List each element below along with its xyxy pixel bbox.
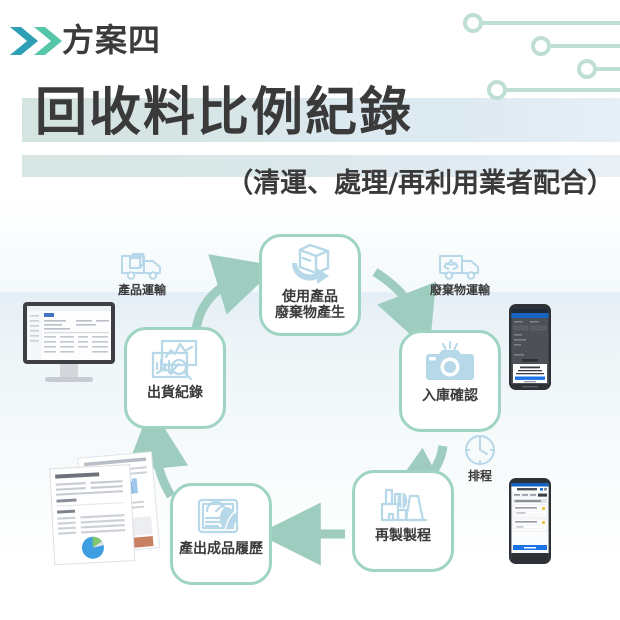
cycle-node-use-product[interactable]: 使用產品 廢棄物產生	[259, 234, 361, 336]
cycle-node-shipping-record[interactable]: 出貨紀錄	[124, 327, 226, 429]
side-label-waste-transport: 廢棄物運輸	[430, 248, 490, 297]
box-with-arrow-icon	[292, 243, 330, 284]
side-label-text: 產品運輸	[118, 283, 167, 297]
cycle-node-inbound-confirm[interactable]: 入庫確認	[399, 330, 501, 432]
camera-icon	[426, 341, 474, 380]
cycle-node-label: 再製製程	[375, 528, 431, 544]
chart-report-search-icon	[151, 339, 198, 381]
side-label-scheduling: 排程	[462, 432, 498, 483]
cycle-node-label: 使用產品 廢棄物產生	[275, 289, 345, 321]
factory-leaf-icon	[380, 488, 428, 522]
truck-icon	[121, 253, 161, 280]
circuit-lines-decoration-icon	[463, 13, 620, 100]
smartphone-dark-form-dialog-icon	[509, 304, 551, 390]
side-label-text: 排程	[467, 469, 492, 483]
cycle-node-label: 出貨紀錄	[147, 385, 203, 401]
arrow-use-to-inbound	[372, 268, 436, 352]
cycle-node-remake-process[interactable]: 再製製程	[352, 470, 454, 572]
side-label-product-transport: 產品運輸	[118, 248, 166, 297]
paper-reports-with-pie-chart-icon	[49, 451, 161, 566]
recycle-truck-icon	[439, 255, 479, 280]
kicker-text: 方案四	[62, 21, 162, 59]
cycle-node-label: 產出成品履歷	[179, 541, 263, 557]
cycle-node-label: 入庫確認	[422, 388, 478, 404]
desktop-monitor-dashboard-icon	[23, 302, 115, 382]
cycle-node-product-trace[interactable]: 產出成品履歷	[170, 483, 272, 585]
arrow-ship-to-use	[191, 254, 278, 331]
page-title: 回收料比例紀錄	[35, 83, 414, 143]
smartphone-light-form-icon	[509, 478, 551, 564]
side-label-text: 廢棄物運輸	[430, 283, 491, 297]
page-subtitle: （清運、處理/再利用業者配合）	[226, 168, 614, 199]
clock-icon	[465, 435, 495, 465]
double-chevron-right-icon	[10, 27, 62, 55]
certificate-leaf-icon	[197, 498, 239, 534]
